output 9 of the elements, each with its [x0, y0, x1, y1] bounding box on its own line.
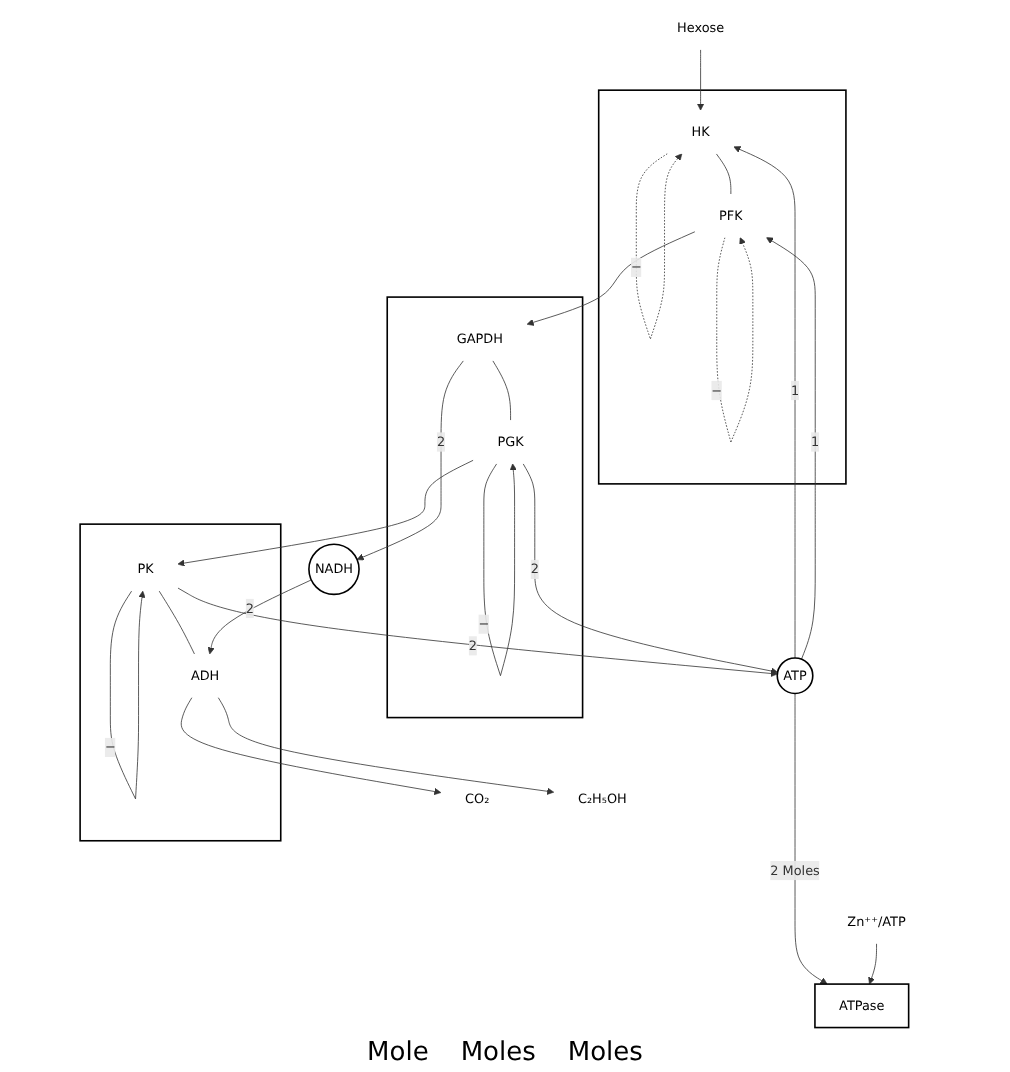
connector — [715, 153, 732, 195]
cluster — [597, 89, 847, 485]
connector — [158, 590, 195, 655]
note-text: Mole — [367, 1038, 429, 1068]
cluster — [79, 523, 282, 842]
note-text: Moles — [567, 1038, 643, 1068]
connector — [492, 360, 511, 421]
cluster — [386, 296, 584, 719]
note-text: Moles — [460, 1038, 536, 1068]
